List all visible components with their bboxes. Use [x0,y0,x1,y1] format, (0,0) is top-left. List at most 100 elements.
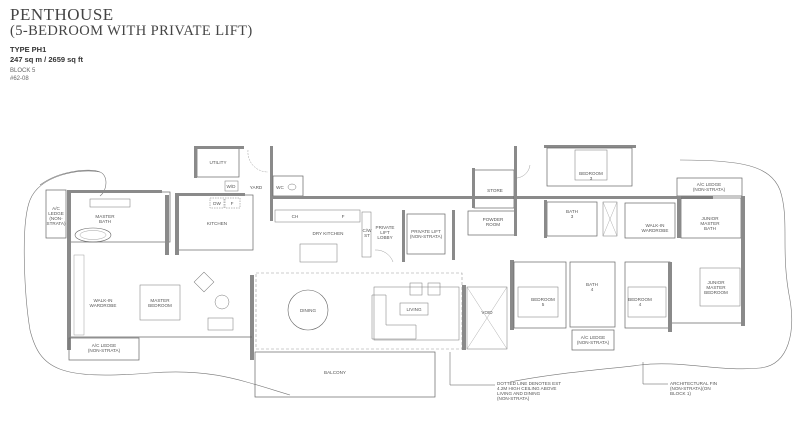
svg-text:BEDROOM: BEDROOM [704,290,728,295]
svg-text:(NON-STRATA): (NON-STRATA) [497,396,530,401]
junior-master-bath-label: JUNIOR MASTER BATH [700,216,720,231]
toilet [287,183,297,191]
svg-text:WARDROBE: WARDROBE [90,303,117,308]
bedroom-4 [624,261,671,329]
wc-label: WC [276,185,284,190]
svg-text:MASTER: MASTER [700,221,720,226]
walk-in-wardrobe-right [624,202,676,239]
wall [194,146,197,178]
master-bath-label: MASTER BATH [95,214,115,224]
wall [677,196,681,238]
private-lift-lobby-label: PRIVATE LIFT LOBBY [376,225,395,240]
ac-ledge-bottom-left-label: A/C LEDGE (NON-STRATA) [88,343,121,353]
svg-text:BATH: BATH [586,282,598,287]
unit-area: 247 sq m / 2659 sq ft [10,55,83,64]
svg-text:(NON-STRATA): (NON-STRATA) [693,187,726,192]
bedroom-5-label: BEDROOM 5 [531,297,555,307]
dry-kitchen-label: DRY KITCHEN [313,231,344,236]
wall [544,145,636,148]
svg-text:BATH: BATH [704,226,716,231]
wall [668,262,672,332]
svg-text:A/C LEDGE: A/C LEDGE [697,182,722,187]
void-area [466,286,508,350]
svg-text:PRIVATE LIFT: PRIVATE LIFT [411,229,441,234]
ac-ledge-left-label: A/C LEDGE (NON- STRATA) [47,206,66,226]
svg-text:(NON-: (NON- [49,216,63,221]
washer-dryer [224,180,239,192]
ac-ledge-bottom-mid [571,329,615,351]
svg-text:ROOM: ROOM [486,222,500,227]
bathtub-inner [79,230,107,240]
cw-st [361,211,372,258]
f2-label: F [342,214,345,219]
svg-text:BLOCK 1): BLOCK 1) [670,391,691,396]
walk-in-wardrobe-left-label: WALK-IN WARDROBE [90,298,117,308]
svg-text:BEDROOM: BEDROOM [628,297,652,302]
svg-text:LIVING AND DINING: LIVING AND DINING [497,391,541,396]
ac-ledge-bottom-left [68,337,140,361]
plan-header: PENTHOUSE (5-BEDROOM WITH PRIVATE LIFT) … [10,6,253,83]
svg-text:C/W: C/W [363,228,373,233]
svg-text:JUNIOR: JUNIOR [707,280,725,285]
wall [452,210,455,260]
powder-room-label: POWDER ROOM [483,217,504,227]
svg-text:LEDGE: LEDGE [48,211,64,216]
ac-ledge-top-right-label: A/C LEDGE (NON-STRATA) [693,182,726,192]
bedroom-3-label: BEDROOM 3 [579,171,603,181]
svg-text:3: 3 [590,176,593,181]
svg-text:MASTER: MASTER [150,298,170,303]
svg-text:4.2M HIGH CEILING ABOVE: 4.2M HIGH CEILING ABOVE [497,386,556,391]
block-number: BLOCK 5 [10,68,36,74]
bed-5 [517,286,559,318]
wall [165,195,169,255]
svg-text:(NON-STRATA): (NON-STRATA) [577,340,610,345]
plan-subtitle: (5-BEDROOM WITH PRIVATE LIFT) [10,23,253,39]
bedroom-3 [546,147,633,187]
wall [514,146,517,236]
fin-note: ARCHITECTURAL FIN (NON-STRATA)(ON BLOCK … [670,381,717,396]
ac-ledge-top-right [676,177,743,197]
ac-ledge-bottom-mid-label: A/C LEDGE (NON-STRATA) [577,335,610,345]
sectional-sofa [371,294,417,340]
void-cross [466,286,508,350]
walk-in-wardrobe-right-label: WALK-IN WARDROBE [642,223,669,233]
master-bedroom-label: MASTER BEDROOM [148,298,172,308]
lobby-door-swing [374,249,394,263]
bed-3 [574,149,608,181]
svg-text:A/C LEDGE: A/C LEDGE [581,335,606,340]
ac-ledge-left [45,189,67,239]
architectural-fin-curve-left [23,170,291,396]
wardrobe-closet [602,201,618,237]
svg-text:BEDROOM: BEDROOM [531,297,555,302]
dining-table [287,289,329,331]
svg-text:4: 4 [639,302,642,307]
armchair-2 [427,282,441,296]
sofa [207,317,234,331]
wd-label: W/D [227,184,237,189]
svg-text:4: 4 [591,287,594,292]
bath-3-label: BATH 3 [566,209,578,219]
living-rug [373,286,460,341]
svg-text:POWDER: POWDER [483,217,504,222]
wall [194,146,244,149]
vanity [89,198,131,208]
dining-label: DINING [300,308,317,313]
coffee-table [399,302,429,316]
yard-door-swing [247,149,269,173]
yard-label: YARD [250,185,263,190]
svg-text:LIFT: LIFT [380,230,390,235]
bath-4 [569,261,616,328]
f-label: F [231,201,234,206]
svg-text:MASTER: MASTER [706,285,726,290]
balcony [254,351,436,398]
store-label: STORE [487,188,503,193]
private-lift [406,213,446,255]
svg-text:JUNIOR: JUNIOR [701,216,719,221]
ceiling-note: DOTTED LINE DENOTES EST 4.2M HIGH CEILIN… [497,381,561,401]
bedroom-4-label: BEDROOM 4 [628,297,652,307]
wall [741,196,745,326]
svg-text:WALK-IN: WALK-IN [646,223,665,228]
armchair-1 [409,282,423,296]
svg-text:DOTTED LINE DENOTES EST: DOTTED LINE DENOTES EST [497,381,561,386]
svg-text:ST: ST [364,233,370,238]
